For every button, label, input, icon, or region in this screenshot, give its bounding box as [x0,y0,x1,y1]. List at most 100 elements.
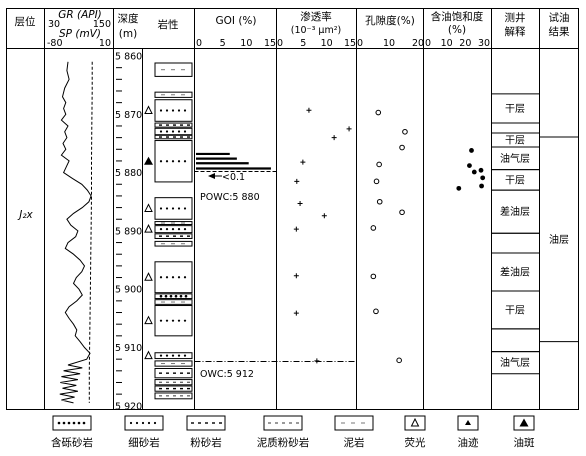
porosity-axis-tick-2: 20 [412,38,424,49]
saturation-point-0 [469,148,474,153]
saturation-point-5 [479,183,484,189]
lithology-interval-2-dot [159,109,163,112]
interpretation-label-5: 差油层 [500,205,530,218]
layer-header: 层位 [15,15,36,28]
lithology-interval-12-dot [165,276,169,279]
legend-item-0-dot [57,421,61,425]
permeability-point-9 [293,310,299,316]
porosity-point-3 [376,161,382,168]
lithology-interval-15-dot [183,319,187,322]
lithology-interval-2 [144,99,193,122]
legend-item-1: 细砂岩 [124,415,164,449]
legend-item-7-oil-spot-icon [519,418,529,427]
lithology-interval-12-dot [171,276,175,279]
saturation-track [456,148,486,191]
legend-item-6-label: 油迹 [458,436,479,449]
saturation-axis-tick-2: 20 [459,38,471,49]
porosity-point-0 [375,109,382,116]
legend-item-0-dot [67,421,71,425]
goi-low-arrow-icon [208,173,215,179]
lithology-interval-7-dot [177,207,181,210]
lithology-interval-7-dot [183,207,187,210]
interpretation-label-8: 干层 [505,304,525,316]
porosity-axis-tick-0: 0 [357,38,363,49]
legend-item-6: 油迹 [457,415,479,449]
legend-item-6-oil-trace-icon [465,420,471,425]
porosity-point-7 [370,225,377,231]
legend-item-4-label: 泥岩 [344,436,365,449]
lithology-interval-4-dot [183,130,187,133]
porosity-point-10 [396,357,402,364]
permeability-axis-tick-3: 15 [344,38,356,49]
lithology-interval-4 [154,127,193,136]
legend-item-3: 泥质粉砂岩 [257,415,310,449]
interpretation-label-4: 干层 [505,174,525,186]
legend-item-3-label: 泥质粉砂岩 [257,436,310,449]
lithology-interval-4-dot [159,130,163,133]
lithology-interval-13 [154,293,193,300]
lithology-interval-20 [154,385,193,392]
interpretation-label-10: 油气层 [500,356,530,369]
lithology-interval-15-dot [165,319,169,322]
permeability-point-10 [314,358,320,364]
lithology-interval-6 [144,140,193,183]
saturation-header: 含油饱和度 [431,10,484,23]
goi-axis-tick-2: 10 [240,38,252,49]
saturation-point-6 [456,185,462,191]
legend-item-0-dot [62,421,66,425]
porosity-point-8 [370,273,377,280]
lithology-interval-16 [144,350,193,360]
legend-item-5-fluorescence-icon [410,417,420,427]
depth-label-6: 5 920 [115,401,142,412]
test-result-track: 油层 [539,136,579,343]
lithology-interval-13-dot [179,294,183,298]
porosity-axis-tick-1: 10 [383,38,395,49]
depth-label-1: 5 870 [115,110,142,121]
depth-label-2: 5 880 [115,168,142,179]
lithology-interval-9-dot [171,228,175,231]
legend-item-1-dot [129,421,133,425]
lithology-interval-10 [154,233,193,239]
powc-label: POWC:5 880 [200,192,260,203]
lithology-interval-2-dot [165,109,169,112]
interpretation-label-7: 差油层 [500,266,530,279]
porosity-point-1 [402,128,408,135]
lithology-header: 岩性 [158,18,179,31]
depth-label-4: 5 900 [115,285,142,296]
porosity-axis: 0 10 20 [357,38,424,49]
permeability-point-2 [331,135,337,141]
goi-low-label: <0.1 [222,172,245,183]
saturation-point-4 [480,175,486,181]
lithology-interval-6-dot [165,160,169,163]
lithology-interval-16-fluorescence-icon [144,350,153,360]
permeability-point-5 [297,200,303,206]
porosity-point-5 [376,198,383,205]
legend-item-2-label: 粉砂岩 [190,436,222,449]
saturation-axis-tick-0: 0 [425,38,431,49]
test-result-header-line2: 结果 [549,25,570,38]
lithology-interval-15 [144,305,193,337]
depth-label-5: 5 910 [115,343,142,354]
lithology-interval-7 [144,197,193,220]
porosity-track [370,109,408,364]
lithology-interval-9-dot [177,228,181,231]
goi-track: <0.1 POWC:5 880 OWC:5 912 [194,152,357,380]
legend-item-7-label: 油斑 [514,436,535,449]
lithology-interval-13-dot [174,294,178,298]
lithology-interval-15-dot [177,319,181,322]
lithology-interval-13-dot [164,294,168,298]
depth-label-3: 5 890 [115,226,142,237]
legend-item-5: 荧光 [404,415,426,449]
lithology-interval-17 [154,360,193,367]
goi-header: GOI (%) [215,15,256,27]
permeability-point-4 [294,178,300,184]
lithology-interval-15-dot [159,319,163,322]
lithology-interval-11 [154,240,193,247]
lithology-interval-9-dot [183,228,187,231]
legend-item-0-dot [77,421,81,425]
saturation-point-1 [467,163,472,169]
legend-item-1-dot [153,421,157,425]
legend-item-7: 油斑 [513,415,535,449]
